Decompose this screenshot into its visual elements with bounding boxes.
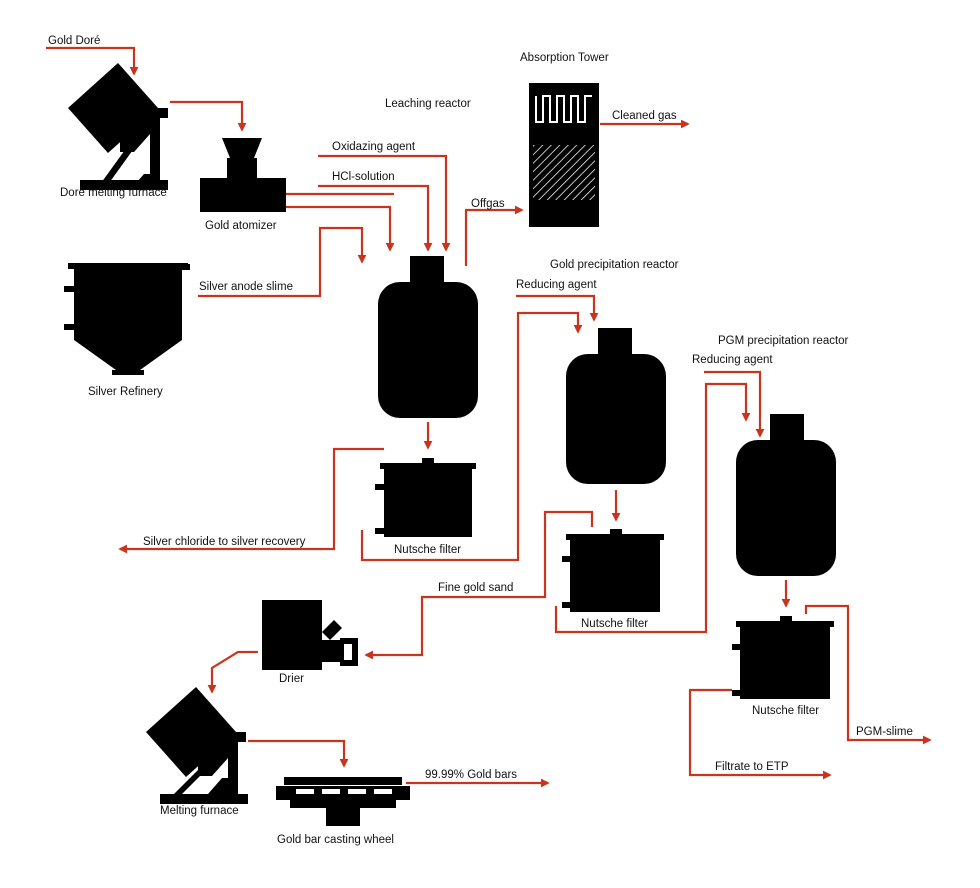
flow-filter1-to-gold-reactor [360,311,583,562]
label-nutsche-filter-1: Nutsche filter [394,544,461,556]
leaching-reactor-icon [378,256,478,418]
label-gold-precipitation-reactor: Gold precipitation reactor [550,259,679,271]
flow-gold-dore [46,46,139,76]
flow-atomizer-to-leach-1 [286,205,395,252]
flow-fine-gold-sand [364,510,594,660]
flow-reducing-agent-1 [516,294,599,322]
label-nutsche-filter-2: Nutsche filter [581,618,648,630]
label-drier: Drier [279,673,304,685]
label-casting-wheel: Gold bar casting wheel [277,834,394,846]
flow-silver-chloride [118,447,384,554]
label-pgm-precipitation-reactor: PGM precipitation reactor [718,335,849,347]
label-cleaned-gas: Cleaned gas [612,110,677,122]
flow-furnace-to-casting-wheel [248,739,349,768]
flow-oxidizing-agent [318,154,451,252]
label-filtrate-to-etp: Filtrate to ETP [715,761,789,773]
drier-icon [262,600,358,670]
nutsche-filter-3-icon [732,616,834,699]
label-dore-melting-furnace: Doré melting furnace [60,187,167,199]
flow-hcl-solution [318,184,433,252]
flow-silver-anode-slime [198,226,367,298]
label-melting-furnace: Melting furnace [160,805,239,817]
label-gold-dore: Gold Doré [48,35,100,47]
nutsche-filter-2-icon [562,529,664,612]
pgm-precipitation-reactor-icon [736,414,836,576]
label-oxidizing-agent: Oxidazing agent [332,141,416,153]
label-offgas: Offgas [471,198,505,210]
flow-filter2-to-pgm-reactor [554,382,751,634]
flow-offgas [464,205,524,266]
label-reducing-agent-2: Reducing agent [692,354,773,366]
absorption-tower-icon [529,83,599,227]
label-gold-atomizer: Gold atomizer [205,220,277,232]
dore-melting-furnace-icon [68,63,168,190]
label-pgm-slime: PGM-slime [856,726,913,738]
melting-furnace-icon [146,687,248,804]
label-hcl-solution: HCl-solution [332,171,395,183]
label-leaching-reactor: Leaching reactor [385,98,471,110]
flow-reducing-agent-2 [704,370,765,438]
label-silver-refinery: Silver Refinery [88,386,163,398]
label-silver-anode-slime: Silver anode slime [199,281,293,293]
casting-wheel-icon [276,777,410,826]
silver-refinery-icon [64,263,190,375]
label-nutsche-filter-3: Nutsche filter [752,705,819,717]
flow-furnace-to-atomizer [170,100,247,132]
gold-precipitation-reactor-icon [566,328,666,484]
label-reducing-agent-1: Reducing agent [516,279,597,291]
flow-drier-to-melting-furnace [207,650,258,694]
flow-filtrate-to-etp [688,688,832,780]
gold-atomizer-icon [200,138,286,212]
flow-pgm-slime [804,604,932,745]
label-fine-gold-sand: Fine gold sand [438,582,513,594]
label-absorption-tower: Absorption Tower [520,52,609,64]
label-gold-bars: 99.99% Gold bars [425,769,517,781]
label-silver-chloride: Silver chloride to silver recovery [143,536,306,548]
nutsche-filter-1-icon [375,458,476,537]
